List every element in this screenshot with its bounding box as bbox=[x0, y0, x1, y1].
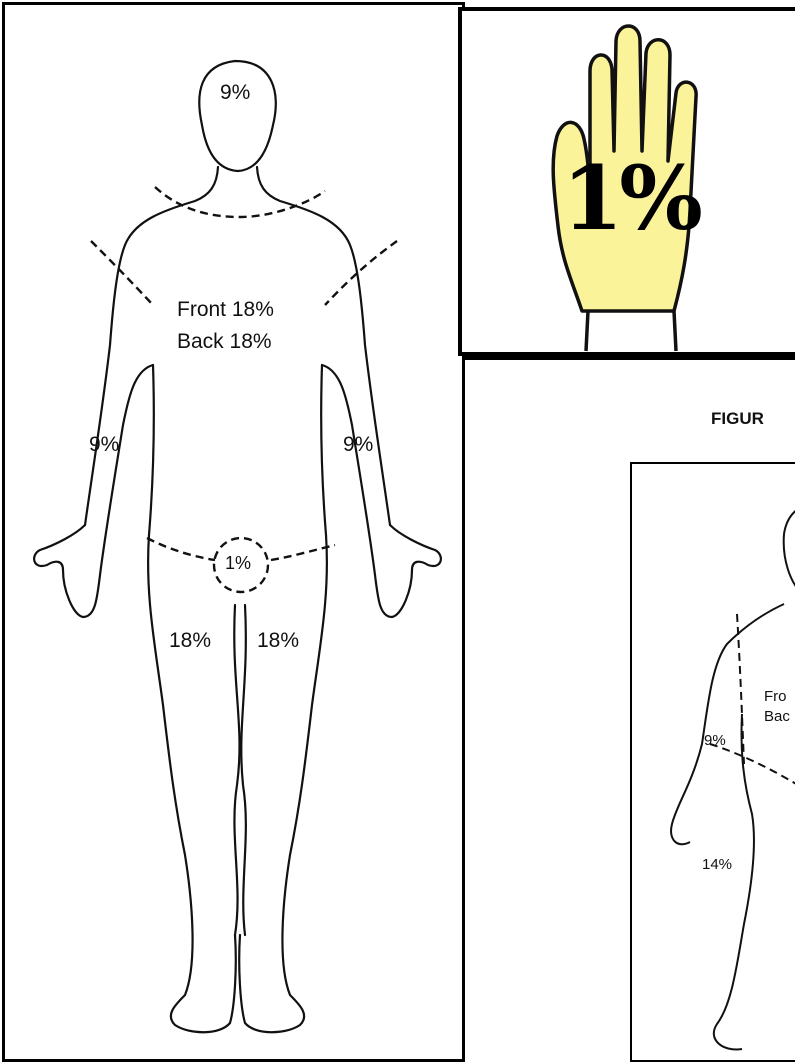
hand-panel: 1% bbox=[458, 7, 795, 356]
child-body-outline bbox=[632, 464, 795, 1062]
adult-body-panel: 9% Front 18% Back 18% 9% 9% 1% 18% 18% bbox=[2, 2, 465, 1062]
hand-percent-label: 1% bbox=[562, 146, 699, 250]
right-leg-percent-label: 18% bbox=[169, 629, 211, 653]
adult-body-outline bbox=[5, 5, 465, 1062]
figure-caption: FIGUR bbox=[711, 409, 764, 429]
trunk-back-label: Back 18% bbox=[177, 330, 272, 354]
child-body-panel: Fro Bac 9% 14% bbox=[630, 462, 795, 1062]
left-arm-percent-label: 9% bbox=[343, 433, 373, 457]
child-arm-percent-label: 9% bbox=[704, 732, 726, 749]
genital-percent-label: 1% bbox=[225, 553, 251, 574]
left-leg-percent-label: 18% bbox=[257, 629, 299, 653]
child-leg-percent-label: 14% bbox=[702, 856, 732, 873]
trunk-front-label: Front 18% bbox=[177, 298, 274, 322]
child-trunk-front-label: Fro bbox=[764, 688, 787, 705]
head-percent-label: 9% bbox=[220, 81, 250, 105]
child-trunk-back-label: Bac bbox=[764, 708, 790, 725]
right-arm-percent-label: 9% bbox=[89, 433, 119, 457]
